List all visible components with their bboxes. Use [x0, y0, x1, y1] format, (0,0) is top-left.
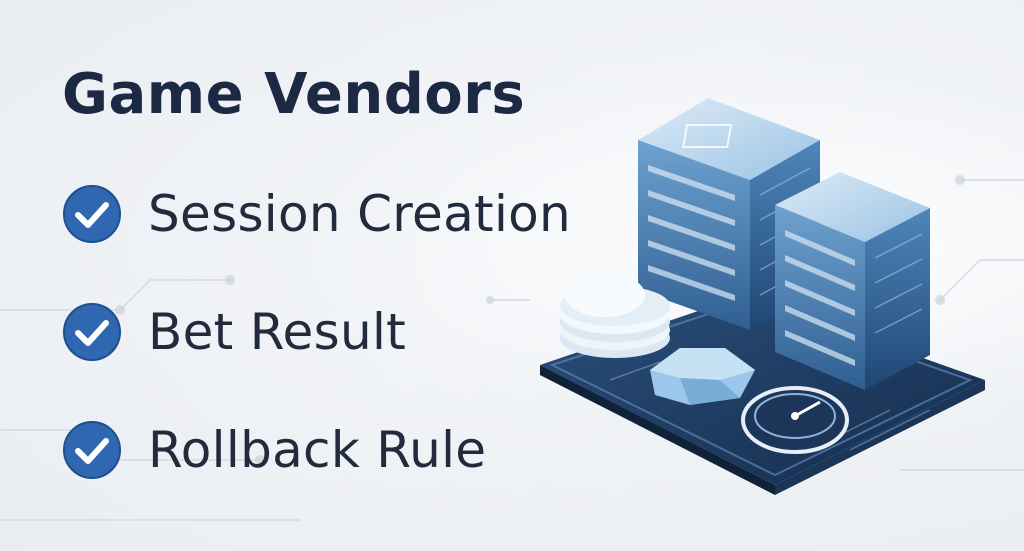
feature-item-bet-result: Bet Result	[62, 298, 571, 366]
check-circle-icon	[63, 421, 121, 479]
chip-stack	[560, 273, 670, 358]
check-circle-icon	[63, 185, 121, 243]
gauge-dial	[741, 386, 849, 454]
server-platform-illustration	[540, 98, 985, 495]
page-title: Game Vendors	[62, 62, 526, 127]
feature-list: Session Creation Bet Result Rollback Rul…	[62, 180, 571, 484]
crystal-token	[650, 348, 755, 405]
feature-label: Session Creation	[148, 185, 572, 243]
feature-item-rollback-rule: Rollback Rule	[62, 416, 571, 484]
server-tower-small	[775, 172, 930, 390]
feature-item-session-creation: Session Creation	[62, 180, 571, 248]
feature-label: Rollback Rule	[148, 421, 487, 479]
feature-label: Bet Result	[148, 303, 407, 361]
check-circle-icon	[63, 303, 121, 361]
